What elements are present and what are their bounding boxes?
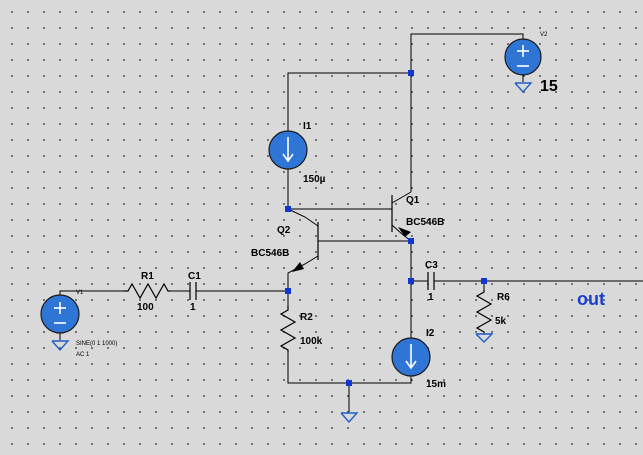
r2-name-label: R2 <box>300 312 313 323</box>
ground-symbol-v2 <box>514 82 533 94</box>
v1-name-label: V1 <box>76 290 84 296</box>
junction-node <box>408 238 414 244</box>
c1-name-label: C1 <box>188 271 201 282</box>
v1-ac-label: AC 1 <box>76 352 90 358</box>
r1-value-label: 100 <box>137 302 154 313</box>
junction-nodes <box>285 70 487 386</box>
ground-symbol-r6 <box>475 333 494 343</box>
i2-value-label: 15m <box>426 379 446 390</box>
ground-symbol-v1 <box>51 340 70 352</box>
i2-name-label: I2 <box>426 328 435 339</box>
voltage-source-v2[interactable] <box>504 38 542 82</box>
resistor-r6[interactable] <box>475 290 493 334</box>
capacitor-c1[interactable] <box>189 282 197 300</box>
transistor-q2[interactable] <box>292 222 319 272</box>
v2-name-label: V2 <box>540 32 548 38</box>
r6-value-label: 5k <box>495 316 507 327</box>
resistor-r2[interactable] <box>279 306 297 352</box>
current-source-i2[interactable] <box>391 337 431 377</box>
c1-value-label: 1 <box>190 302 196 313</box>
junction-node <box>285 206 291 212</box>
output-net-label: out <box>577 289 605 309</box>
i1-value-label: 150µ <box>303 174 326 185</box>
resistor-r1[interactable] <box>124 282 170 300</box>
capacitor-c3[interactable] <box>427 272 435 290</box>
transistor-q1[interactable] <box>378 195 411 237</box>
v1-value-label: SINE(0 1 1000) <box>76 341 117 347</box>
junction-node <box>346 380 352 386</box>
junction-node <box>408 70 414 76</box>
q1-name-label: Q1 <box>406 195 420 206</box>
c3-value-label: 1 <box>428 292 434 303</box>
c3-name-label: C3 <box>425 260 438 271</box>
q2-name-label: Q2 <box>277 225 291 236</box>
v2-value-label: 15 <box>540 78 558 95</box>
ground-symbol-main <box>340 412 359 424</box>
junction-node <box>408 278 414 284</box>
junction-node <box>285 288 291 294</box>
r2-value-label: 100k <box>300 336 323 347</box>
voltage-source-v1[interactable] <box>40 294 80 340</box>
q1-model-label: BC546B <box>406 217 444 228</box>
current-source-i1[interactable] <box>268 130 308 170</box>
q2-model-label: BC546B <box>251 248 289 259</box>
r6-name-label: R6 <box>497 292 510 303</box>
i1-name-label: I1 <box>303 121 312 132</box>
r1-name-label: R1 <box>141 271 154 282</box>
junction-node <box>481 278 487 284</box>
